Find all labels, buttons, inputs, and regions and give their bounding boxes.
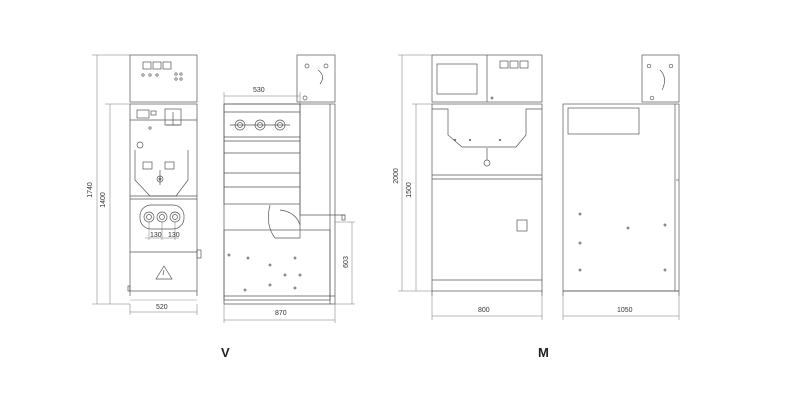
dim-v-front-total-height: 1740 xyxy=(87,182,94,198)
dim-v-side-lower-height: 603 xyxy=(343,256,350,268)
dim-v-front-width: 520 xyxy=(156,304,168,311)
dimension-lines xyxy=(92,54,680,323)
dim-v-busbar-spacing-1: 130 xyxy=(150,232,162,239)
v-front-view xyxy=(127,54,202,296)
dim-m-front-width: 800 xyxy=(478,307,490,314)
dim-m-front-total-height: 2000 xyxy=(393,168,400,184)
v-side-view xyxy=(223,54,346,305)
dim-v-front-body-height: 1400 xyxy=(100,192,107,208)
m-front-view xyxy=(431,54,543,296)
dim-m-front-body-height: 1500 xyxy=(406,182,413,198)
dim-v-side-depth: 870 xyxy=(275,310,287,317)
dim-v-side-top-width: 530 xyxy=(253,87,265,94)
dim-v-busbar-spacing-2: 130 xyxy=(168,232,180,239)
dim-m-side-depth: 1050 xyxy=(617,307,633,314)
m-unit-title: M xyxy=(538,345,549,360)
v-unit-title: V xyxy=(221,345,230,360)
m-side-view xyxy=(562,54,680,296)
